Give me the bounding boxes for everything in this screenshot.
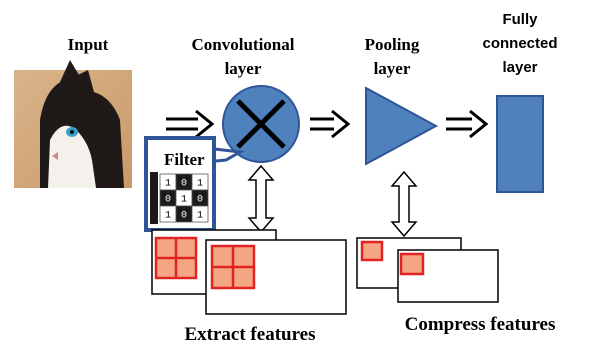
compress-features-caption: Compress features <box>405 314 556 335</box>
filter-cell-value: 0 <box>181 179 187 190</box>
pool-highlight-front <box>399 252 425 276</box>
filter-cell-value: 1 <box>197 179 203 190</box>
arrow-input-to-conv <box>166 109 215 139</box>
pool-feature-maps <box>356 237 499 303</box>
pool-label-line1: Pooling <box>365 35 420 54</box>
arrow-conv-to-pool <box>310 109 351 139</box>
filter-cell-value: 0 <box>181 211 187 222</box>
filter-cell-value: 1 <box>197 211 203 222</box>
filter-cell-value: 1 <box>165 179 171 190</box>
fc-label-line1: Fully <box>502 11 538 28</box>
filter-cell <box>191 205 209 223</box>
arrow-pool-to-fc <box>446 109 489 139</box>
input-image <box>14 60 132 188</box>
pool-node-icon <box>365 86 439 166</box>
filter-cell-value: 0 <box>197 195 203 206</box>
pool-highlight-back <box>360 240 384 262</box>
arrow-conv-to-features <box>247 164 275 234</box>
filter-label: Filter <box>164 150 205 169</box>
pool-label-line2: layer <box>374 59 411 78</box>
extract-features-caption: Extract features <box>184 324 315 345</box>
fc-label-line3: layer <box>502 59 537 76</box>
fc-node-icon <box>496 95 544 193</box>
conv-label-line1: Convolutional <box>192 35 295 54</box>
conv-label-line2: layer <box>225 59 262 78</box>
filter-cell-value: 0 <box>165 195 171 206</box>
fc-label-line2: connected <box>482 35 557 52</box>
arrow-pool-to-features <box>390 170 418 238</box>
input-label: Input <box>68 35 109 54</box>
filter-cell-value: 1 <box>181 195 187 206</box>
filter-cell-value: 1 <box>165 211 171 222</box>
conv-node-icon <box>222 85 300 163</box>
conv-feature-maps <box>151 229 347 315</box>
